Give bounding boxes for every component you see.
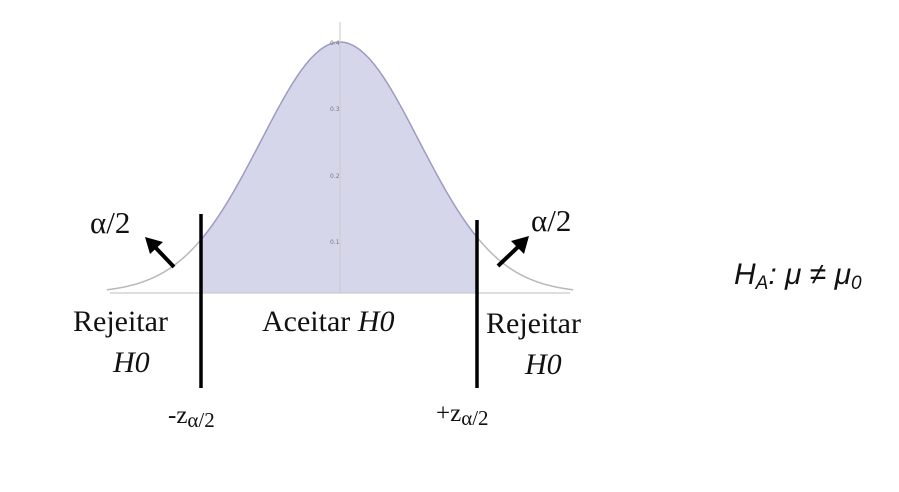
ha-rest: : μ ≠ μ	[768, 258, 852, 291]
critical-value-left: -zα/2	[168, 402, 215, 433]
alpha-half-right-label: α/2	[531, 203, 572, 238]
arrow-right-icon	[496, 236, 529, 268]
ha-sub: A	[755, 273, 769, 294]
y-tick-label: 0.4	[330, 40, 340, 47]
alternative-hypothesis: HA: μ ≠ μ0	[734, 258, 862, 295]
ha-mu0-sub: 0	[851, 273, 862, 294]
critical-value-right: +zα/2	[436, 400, 489, 431]
accept-h0: H0	[357, 305, 395, 338]
critical-left-sign: -z	[168, 402, 188, 429]
reject-left-label: Rejeitar	[73, 305, 168, 338]
y-tick-label: 0.2	[330, 173, 340, 180]
accept-label: Aceitar H0	[262, 305, 394, 339]
reject-right-h0: H0	[525, 348, 562, 381]
arrow-left-icon	[145, 237, 176, 269]
y-tick-label: 0.3	[330, 106, 340, 113]
left-tail-curve	[106, 238, 203, 291]
critical-right-sign: +z	[436, 400, 462, 427]
reject-left-h0: H0	[113, 346, 150, 379]
reject-right-label: Rejeitar	[486, 307, 581, 340]
y-tick-label: 0.1	[330, 239, 340, 246]
critical-right-sub: α/2	[461, 406, 489, 430]
y-tick-labels: 0.4 0.3 0.2 0.1	[330, 40, 340, 246]
right-tail-curve	[477, 238, 574, 291]
accept-text: Aceitar	[262, 305, 358, 338]
alpha-half-left-label: α/2	[90, 205, 131, 240]
ha-base: H	[734, 258, 756, 291]
critical-left-sub: α/2	[187, 408, 215, 432]
